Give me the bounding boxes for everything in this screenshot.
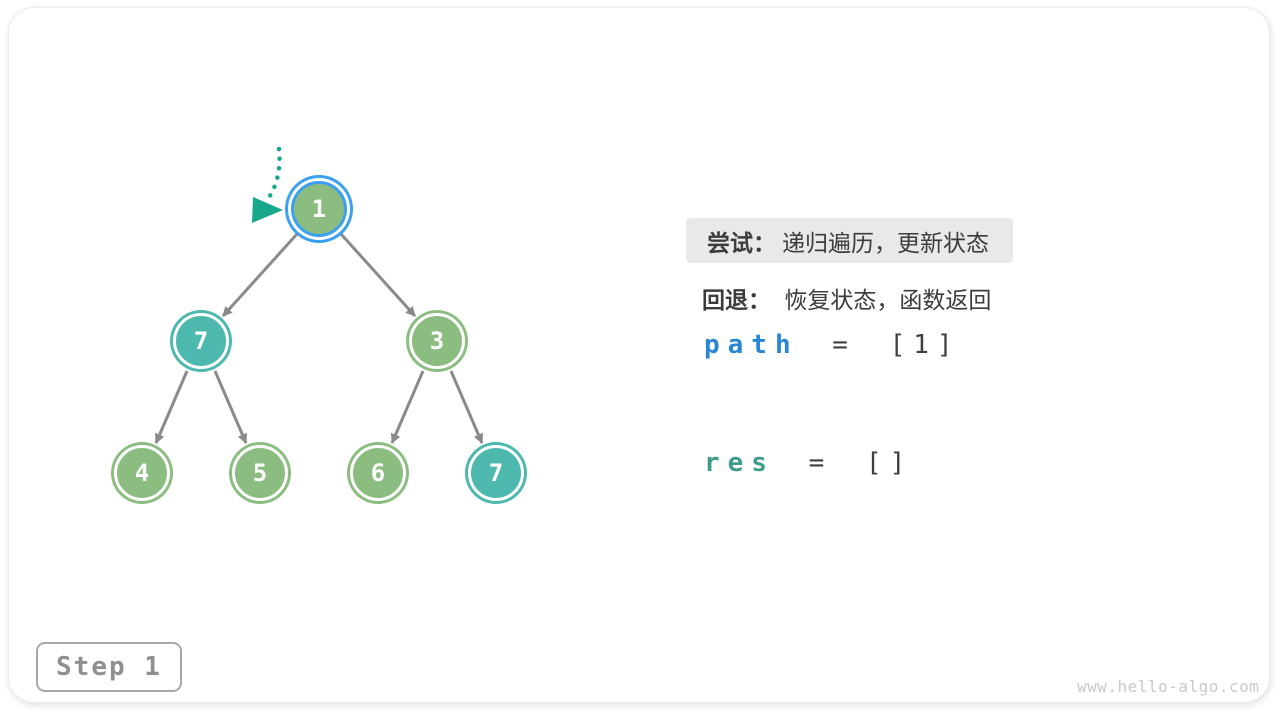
res-variable-name: res <box>704 448 775 478</box>
edge-1-3 <box>339 232 417 318</box>
tree-edges <box>154 232 484 444</box>
watermark-url: www.hello-algo.com <box>1077 677 1260 696</box>
res-variable-value: [] <box>865 448 914 478</box>
edge-7-5 <box>213 370 248 444</box>
path-variable-line: path = [1] <box>704 330 961 360</box>
tree-node-3: 3 <box>409 313 465 369</box>
edge-1-7 <box>221 232 299 318</box>
path-equals-sign: = <box>832 330 856 360</box>
tree-node-7-right: 7 <box>468 445 524 501</box>
legend-try-text: 递归遍历，更新状态 <box>782 230 989 257</box>
tree-node-6: 6 <box>350 445 406 501</box>
legend-back-text: 恢复状态，函数返回 <box>784 288 992 314</box>
tree-node-7-left: 7 <box>173 313 229 369</box>
cursor-arrowhead-icon <box>252 197 283 223</box>
tree-node-1-current: 1 <box>291 181 347 237</box>
res-variable-line: res = [] <box>704 448 913 478</box>
res-equals-sign: = <box>808 448 833 478</box>
tree-node-5: 5 <box>232 445 288 501</box>
tree-node-4: 4 <box>114 445 170 501</box>
cursor-dotted-path <box>265 146 282 202</box>
path-variable-value: [1] <box>889 330 961 360</box>
legend-back-line: 回退： 恢复状态，函数返回 <box>702 281 991 315</box>
edge-7-4 <box>154 370 189 444</box>
legend-try-line: 尝试： 递归遍历，更新状态 <box>686 218 1013 263</box>
step-badge: Step 1 <box>36 642 182 692</box>
edge-3-7 <box>449 370 484 444</box>
path-variable-name: path <box>704 330 799 360</box>
legend-try-label: 尝试： <box>707 230 776 257</box>
legend-back-label: 回退： <box>702 288 771 314</box>
edge-3-6 <box>390 370 425 444</box>
